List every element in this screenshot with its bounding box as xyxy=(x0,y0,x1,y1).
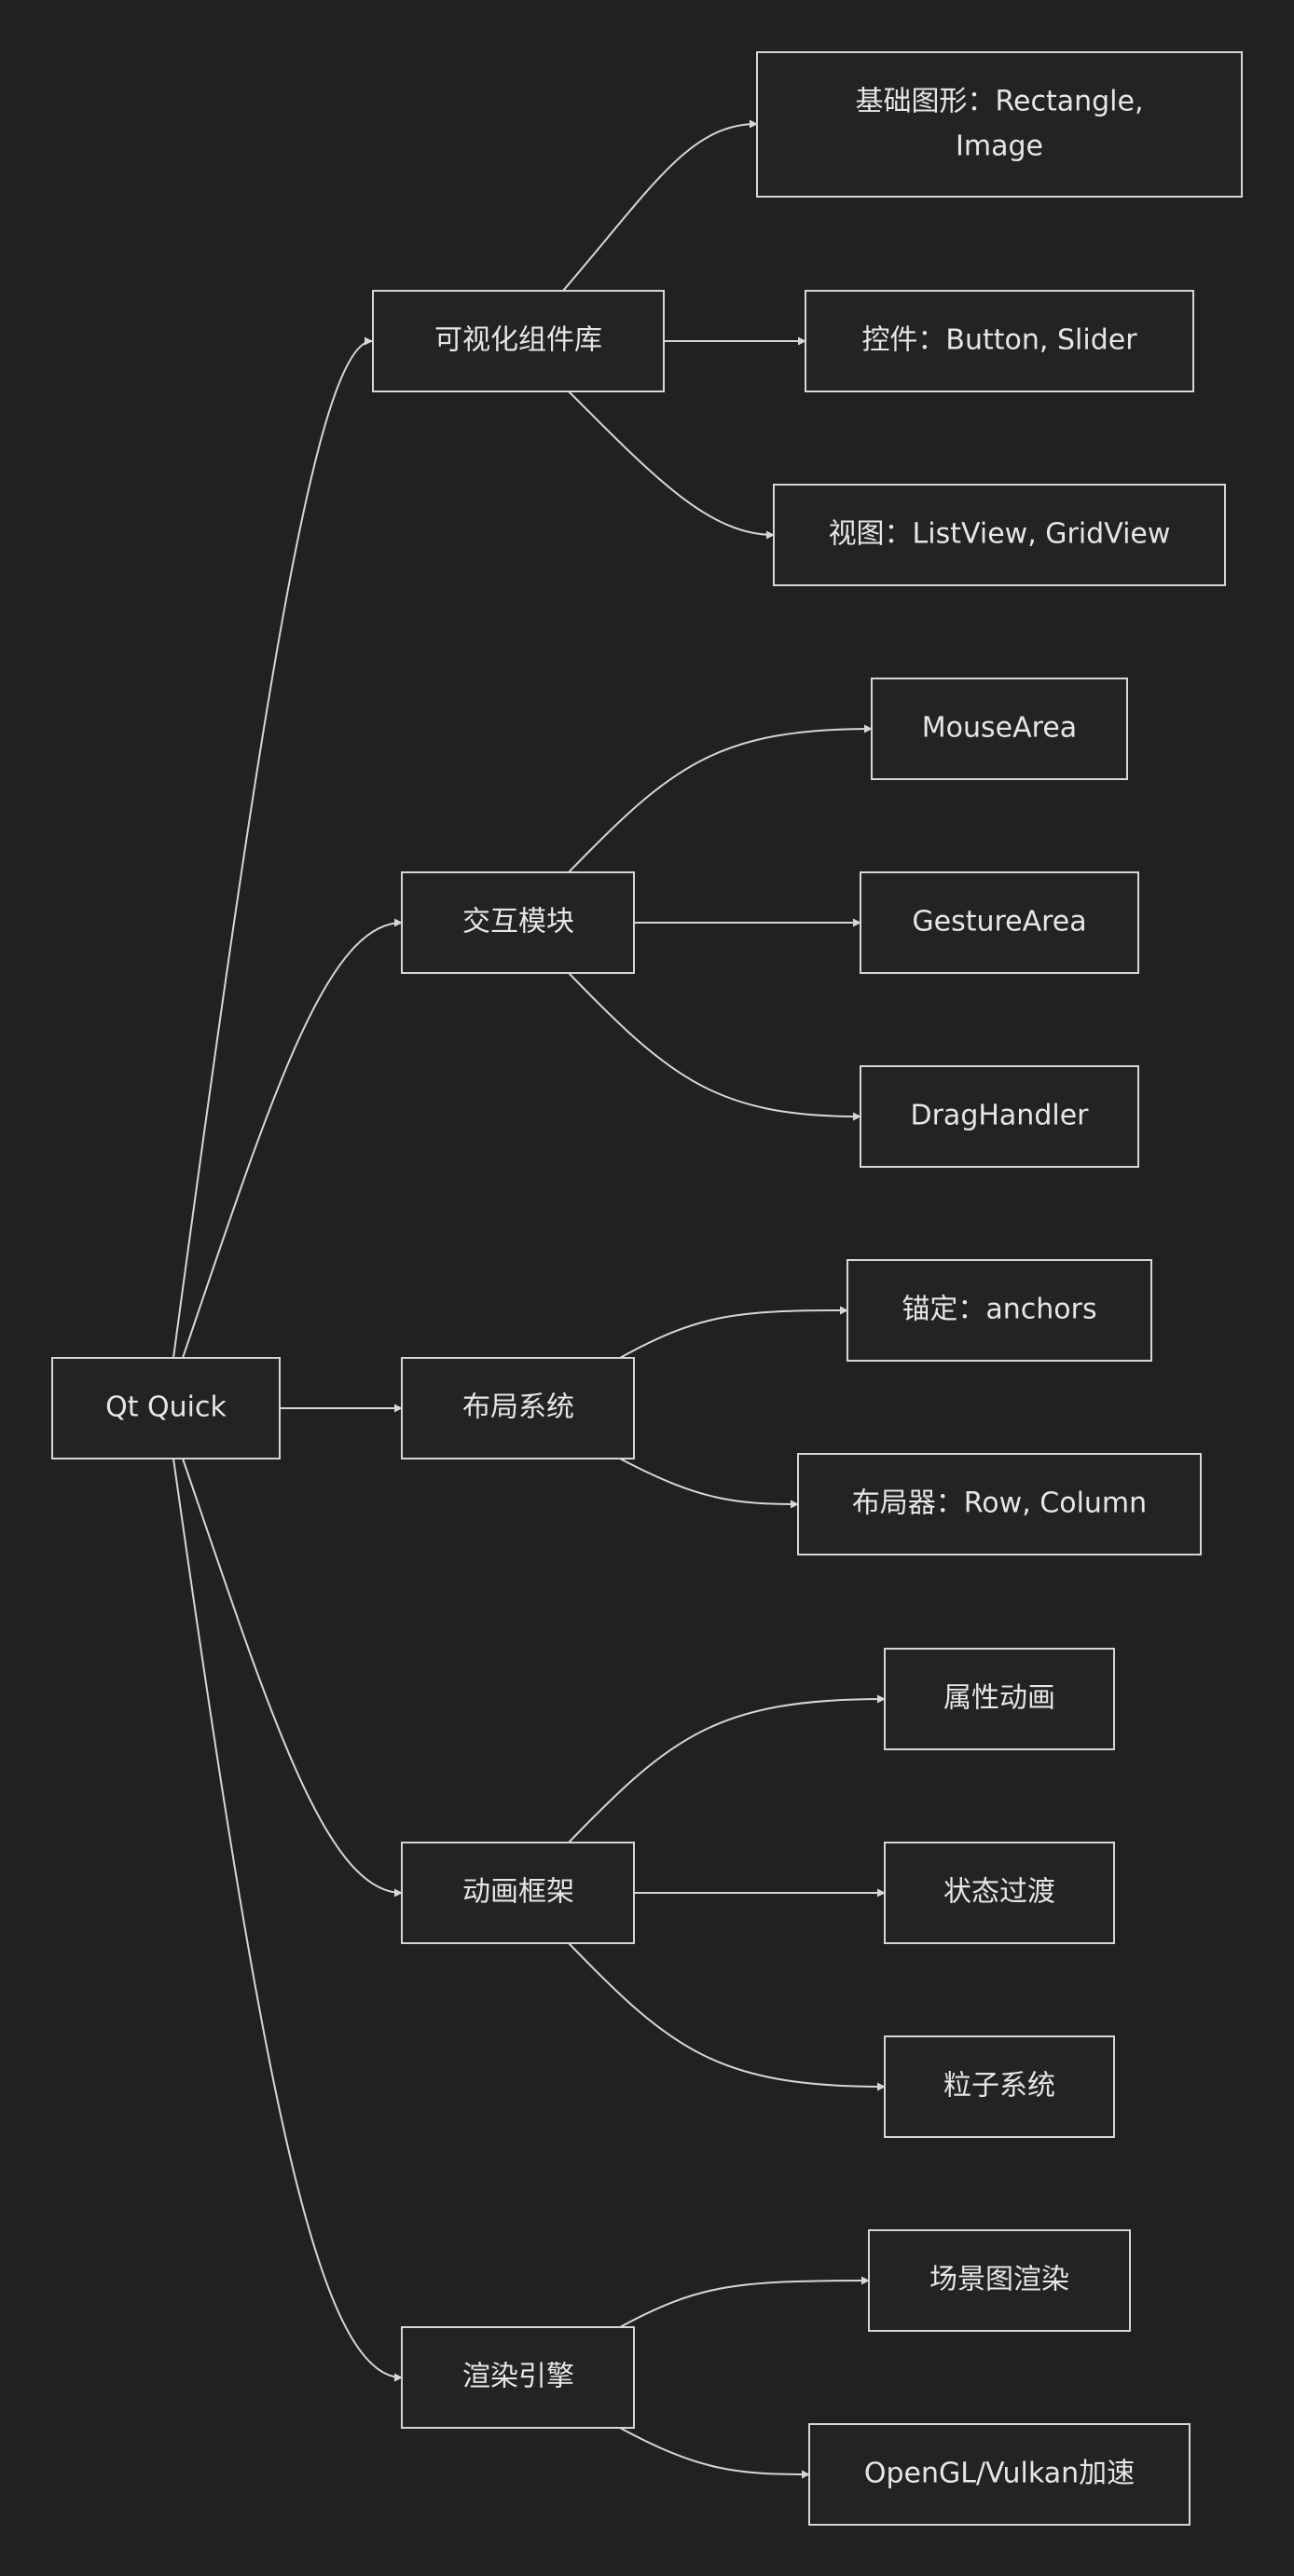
node-gpu-accel[interactable]: OpenGL/Vulkan加速 xyxy=(808,2423,1191,2526)
node-gpu-accel-label: OpenGL/Vulkan加速 xyxy=(864,2458,1135,2490)
node-layouts-label: 布局器：Row, Column xyxy=(852,1487,1147,1520)
edge-animation-particles xyxy=(568,1942,886,2091)
edge-root-render xyxy=(172,1458,403,2382)
node-particles-label: 粒子系统 xyxy=(943,2070,1055,2103)
node-draghandler-label: DragHandler xyxy=(911,1100,1090,1132)
node-scenegraph-label: 场景图渲染 xyxy=(929,2264,1069,2296)
node-layouts[interactable]: 布局器：Row, Column xyxy=(797,1453,1202,1555)
node-visual-label: 可视化组件库 xyxy=(434,324,602,357)
node-basic-shapes-label-1: 基础图形：Rectangle, xyxy=(856,86,1144,118)
node-anchors[interactable]: 锚定：anchors xyxy=(847,1259,1152,1362)
node-scenegraph[interactable]: 场景图渲染 xyxy=(868,2229,1131,2332)
node-views-label: 视图：ListView, GridView xyxy=(829,518,1171,551)
node-interaction-label: 交互模块 xyxy=(462,906,574,939)
edge-root-animation xyxy=(182,1458,403,1898)
node-gesturearea[interactable]: GestureArea xyxy=(860,871,1139,974)
edge-visual-views xyxy=(568,391,775,540)
node-views[interactable]: 视图：ListView, GridView xyxy=(773,484,1226,586)
node-root[interactable]: Qt Quick xyxy=(51,1357,281,1459)
edge-layout-layouts xyxy=(619,1458,799,1509)
node-controls[interactable]: 控件：Button, Slider xyxy=(805,290,1194,392)
node-layout-label: 布局系统 xyxy=(462,1391,574,1424)
nodes: Qt Quick 可视化组件库 基础图形：Rectangle, Image 控件… xyxy=(51,51,1243,2526)
node-property-anim[interactable]: 属性动画 xyxy=(884,1648,1115,1750)
node-interaction[interactable]: 交互模块 xyxy=(401,871,635,974)
node-visual[interactable]: 可视化组件库 xyxy=(372,290,665,392)
node-gesturearea-label: GestureArea xyxy=(912,906,1086,939)
edge-layout-anchors xyxy=(619,1306,848,1359)
node-animation[interactable]: 动画框架 xyxy=(401,1842,635,1944)
edge-root-visual xyxy=(172,336,373,1359)
edge-interaction-draghandler xyxy=(568,972,861,1121)
node-render-label: 渲染引擎 xyxy=(462,2361,574,2393)
node-layout[interactable]: 布局系统 xyxy=(401,1357,635,1459)
edge-animation-property xyxy=(568,1694,886,1843)
edges xyxy=(172,119,886,2479)
node-draghandler[interactable]: DragHandler xyxy=(860,1065,1139,1168)
node-state-transition[interactable]: 状态过渡 xyxy=(884,1842,1115,1944)
edge-render-scenegraph xyxy=(619,2276,870,2328)
node-particles[interactable]: 粒子系统 xyxy=(884,2035,1115,2138)
edge-interaction-mousearea xyxy=(568,724,873,873)
node-anchors-label: 锚定：anchors xyxy=(902,1294,1096,1326)
node-animation-label: 动画框架 xyxy=(462,1876,574,1909)
node-controls-label: 控件：Button, Slider xyxy=(861,324,1137,357)
node-render[interactable]: 渲染引擎 xyxy=(401,2326,635,2429)
edge-root-interaction xyxy=(182,918,403,1359)
node-state-transition-label: 状态过渡 xyxy=(943,1876,1055,1909)
node-root-label: Qt Quick xyxy=(105,1391,227,1424)
node-mousearea-label: MouseArea xyxy=(922,712,1077,745)
node-basic-shapes-label-2: Image xyxy=(956,130,1043,163)
node-basic-shapes[interactable]: 基础图形：Rectangle, Image xyxy=(756,51,1243,198)
edge-visual-basic-shapes xyxy=(562,119,758,292)
edge-render-gpu xyxy=(619,2427,810,2479)
node-mousearea[interactable]: MouseArea xyxy=(871,678,1128,780)
node-property-anim-label: 属性动画 xyxy=(943,1682,1055,1715)
